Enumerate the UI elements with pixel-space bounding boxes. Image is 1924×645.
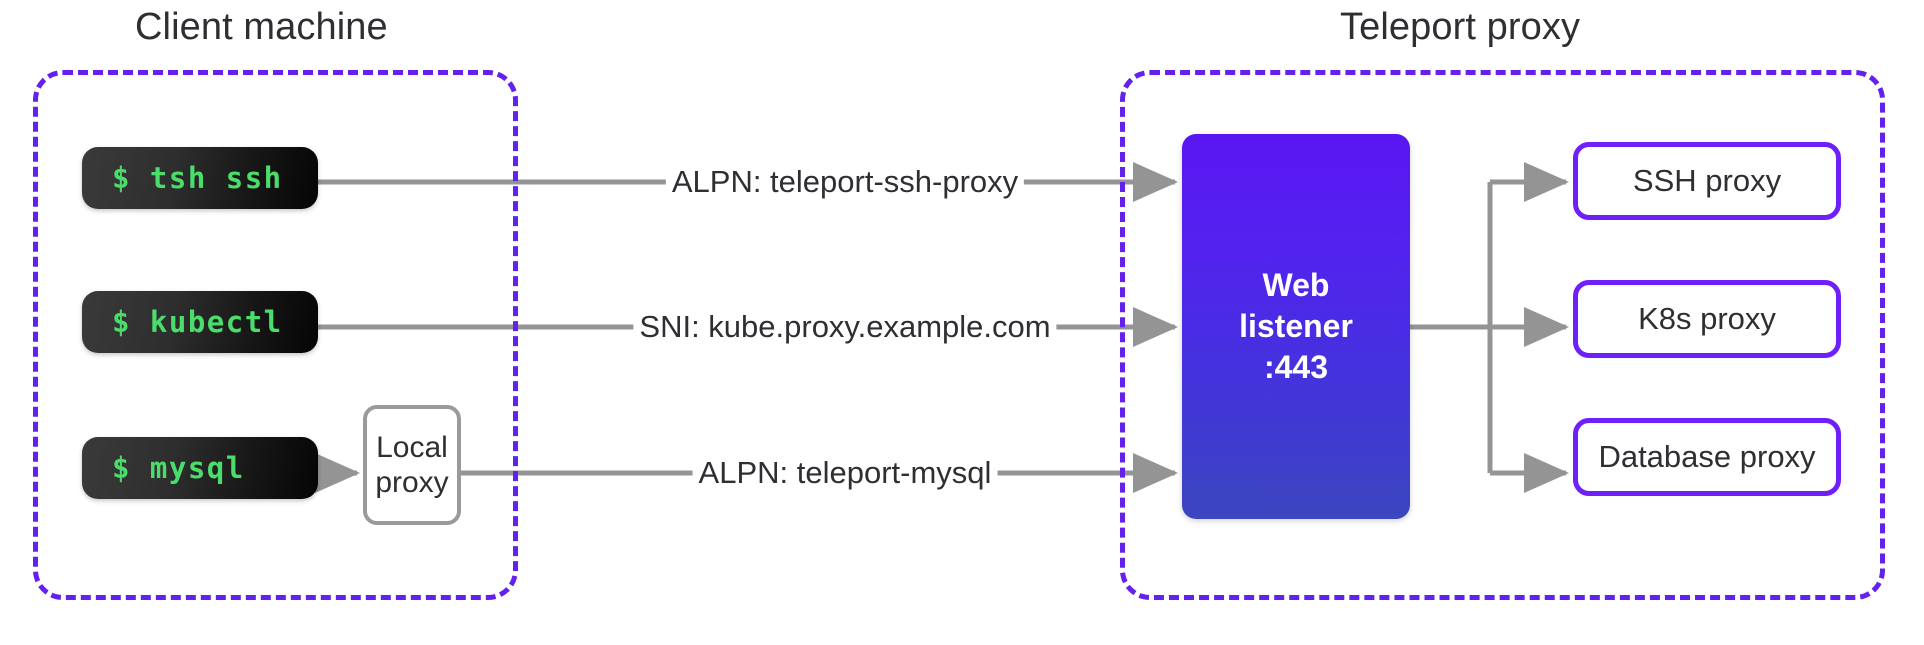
- proxy-service-ssh[interactable]: SSH proxy: [1573, 142, 1841, 220]
- teleport-proxy-zone-boundary: [1120, 70, 1885, 600]
- local-proxy-label: Local proxy: [375, 430, 448, 501]
- proxy-service-database-label: Database proxy: [1598, 439, 1816, 474]
- edge-label-alpn-teleport-ssh-proxy: ALPN: teleport-ssh-proxy: [665, 164, 1025, 200]
- web-listener-label-line1: Web: [1262, 267, 1330, 304]
- terminal-chip-tsh-ssh[interactable]: $ tsh ssh: [82, 147, 318, 209]
- local-proxy-node[interactable]: Local proxy: [363, 405, 461, 525]
- client-machine-zone-title: Client machine: [135, 6, 388, 48]
- proxy-service-k8s[interactable]: K8s proxy: [1573, 280, 1841, 358]
- local-proxy-label-line2: proxy: [375, 466, 449, 499]
- web-listener-label: Web listener :443: [1239, 265, 1353, 388]
- web-listener-label-line3: :443: [1263, 348, 1329, 385]
- client-machine-zone-boundary: [33, 70, 518, 600]
- proxy-service-ssh-label: SSH proxy: [1632, 163, 1782, 198]
- local-proxy-label-line1: Local: [376, 430, 448, 464]
- proxy-service-k8s-label: K8s proxy: [1638, 301, 1776, 336]
- web-listener-node[interactable]: Web listener :443: [1182, 134, 1410, 519]
- terminal-chip-mysql[interactable]: $ mysql: [82, 437, 318, 499]
- teleport-proxy-zone-title: Teleport proxy: [1340, 6, 1581, 48]
- edge-label-alpn-teleport-mysql: ALPN: teleport-mysql: [692, 455, 998, 491]
- terminal-chip-kubectl[interactable]: $ kubectl: [82, 291, 318, 353]
- edge-label-sni-kube-proxy-example-com: SNI: kube.proxy.example.com: [633, 309, 1057, 345]
- proxy-service-database[interactable]: Database proxy: [1573, 418, 1841, 496]
- web-listener-label-line2: listener: [1239, 308, 1353, 345]
